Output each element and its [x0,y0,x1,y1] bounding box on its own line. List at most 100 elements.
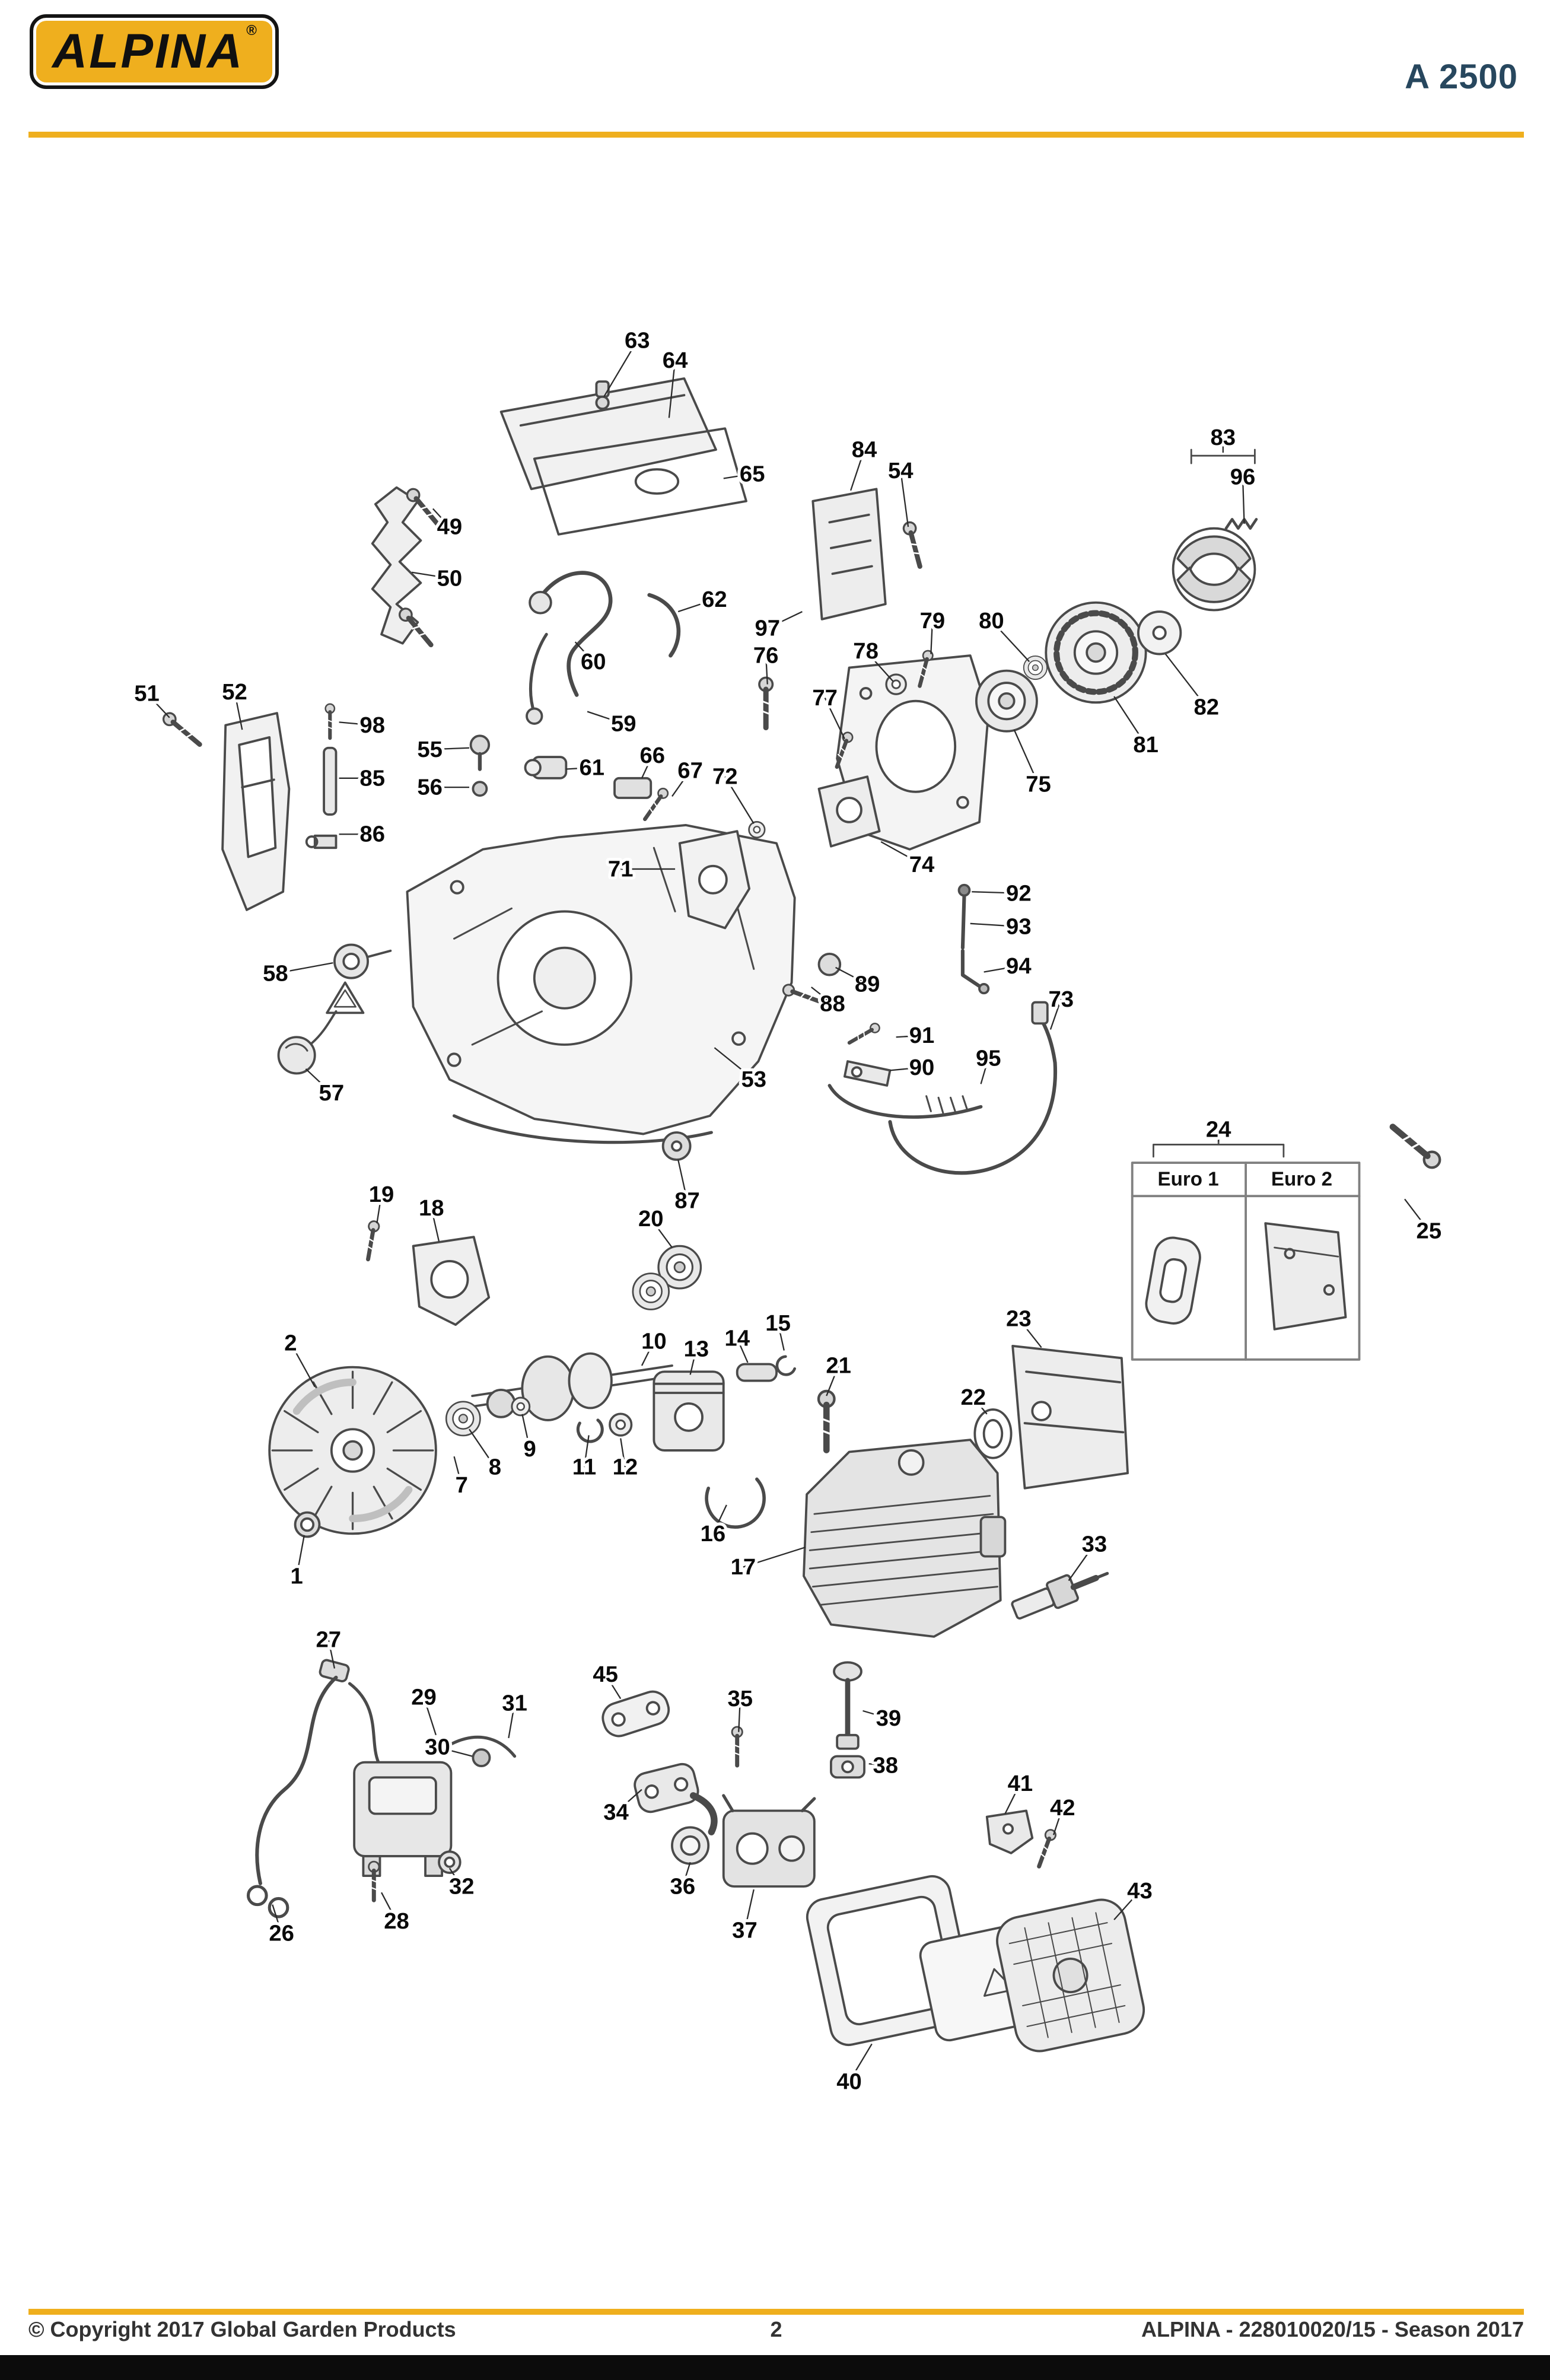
part-callout-39: 39 [876,1706,902,1731]
leader-line-61 [566,766,592,770]
leader-line-32 [448,1867,463,1887]
leader-line-52 [234,692,243,730]
part-callout-76: 76 [753,643,779,669]
leader-line-39 [862,1710,889,1719]
leader-line-40 [848,2043,873,2082]
part-callout-34: 34 [603,1799,629,1825]
leader-line-41 [1004,1783,1021,1815]
footer: © Copyright 2017 Global Garden Products … [28,2317,1524,2346]
part-callout-88: 88 [820,991,845,1017]
part-callout-8: 8 [489,1455,501,1480]
part-callout-61: 61 [579,755,604,780]
part-callout-77: 77 [812,685,838,711]
part-callout-49: 49 [437,514,463,540]
part-callout-54: 54 [888,458,914,483]
leader-line-94 [984,965,1019,973]
leader-line-89 [835,966,868,985]
part-callout-52: 52 [222,679,247,705]
leader-line-81 [1113,696,1147,746]
part-callout-57: 57 [319,1080,345,1106]
leader-line-80 [991,620,1030,663]
part-callout-79: 79 [920,608,946,634]
part-callout-31: 31 [502,1691,527,1716]
part-callout-7: 7 [456,1472,468,1498]
footer-copyright: © Copyright 2017 Global Garden Products [28,2317,456,2341]
leader-line-10 [641,1341,655,1366]
leader-line-75 [1013,729,1039,785]
leader-line-66 [641,755,653,779]
leader-line-17 [743,1547,806,1568]
part-callout-13: 13 [684,1336,709,1361]
leader-line-76 [765,656,768,685]
leader-line-96 [1242,476,1245,524]
part-callout-97: 97 [755,616,780,641]
leader-line-91 [896,1035,922,1038]
part-callout-82: 82 [1193,694,1219,720]
part-callout-78: 78 [853,638,879,664]
leader-line-87 [677,1159,688,1201]
leader-line-33 [1068,1544,1095,1582]
part-callout-35: 35 [728,1686,753,1711]
part-callout-56: 56 [417,775,443,800]
part-callout-1: 1 [290,1563,303,1589]
part-callout-93: 93 [1006,914,1032,939]
part-callout-18: 18 [419,1195,444,1221]
part-callout-29: 29 [411,1684,437,1710]
part-callout-40: 40 [836,2069,862,2095]
leader-line-29 [423,1697,437,1736]
part-callout-94: 94 [1006,953,1032,979]
part-callout-83: 83 [1211,425,1236,450]
leader-line-38 [868,1763,886,1766]
part-callout-80: 80 [979,608,1004,634]
leader-line-25 [1404,1198,1430,1232]
leader-line-88 [811,987,833,1004]
part-callout-67: 67 [677,758,703,784]
part-callout-60: 60 [581,649,606,674]
leader-line-98 [339,721,373,726]
part-callout-45: 45 [593,1662,618,1687]
leader-line-55 [429,747,470,750]
part-callout-42: 42 [1050,1795,1075,1821]
header-divider [28,132,1524,138]
part-callout-62: 62 [702,587,727,612]
part-callout-58: 58 [263,961,288,987]
leader-line-45 [604,1674,622,1700]
part-callout-63: 63 [625,328,650,354]
leader-line-90 [890,1067,922,1071]
leader-line-92 [972,891,1019,894]
leader-line-63 [603,340,638,397]
part-callout-71: 71 [608,856,634,882]
leader-line-2 [289,1342,316,1388]
leader-line-59 [587,711,624,725]
leader-line-13 [689,1348,697,1375]
part-callout-65: 65 [740,461,765,486]
part-callout-50: 50 [437,565,463,591]
leader-line-58 [275,962,333,975]
part-callout-2: 2 [284,1330,297,1356]
leader-line-18 [431,1208,440,1242]
part-callout-64: 64 [663,348,688,373]
part-callout-72: 72 [712,764,738,790]
euro1-label: Euro 1 [1158,1169,1219,1191]
page-title: A 2500 [1405,58,1518,96]
part-callout-96: 96 [1230,464,1256,489]
part-callout-90: 90 [909,1055,935,1080]
leader-line-72 [724,776,755,824]
part-callout-75: 75 [1026,772,1051,797]
leader-line-14 [736,1338,749,1363]
parts-artwork [161,377,1443,2053]
part-callout-91: 91 [909,1023,935,1048]
part-callout-98: 98 [359,712,385,738]
leader-line-26 [272,1904,282,1934]
part-callout-41: 41 [1008,1771,1033,1796]
part-callout-43: 43 [1127,1878,1153,1904]
part-callout-14: 14 [724,1326,750,1351]
part-callout-89: 89 [855,971,880,997]
leader-line-43 [1113,1890,1141,1920]
leader-line-20 [650,1218,673,1248]
leader-line-34 [615,1789,642,1813]
part-callout-85: 85 [359,765,385,791]
part-callout-37: 37 [732,1918,758,1943]
leader-line-23 [1018,1318,1042,1348]
